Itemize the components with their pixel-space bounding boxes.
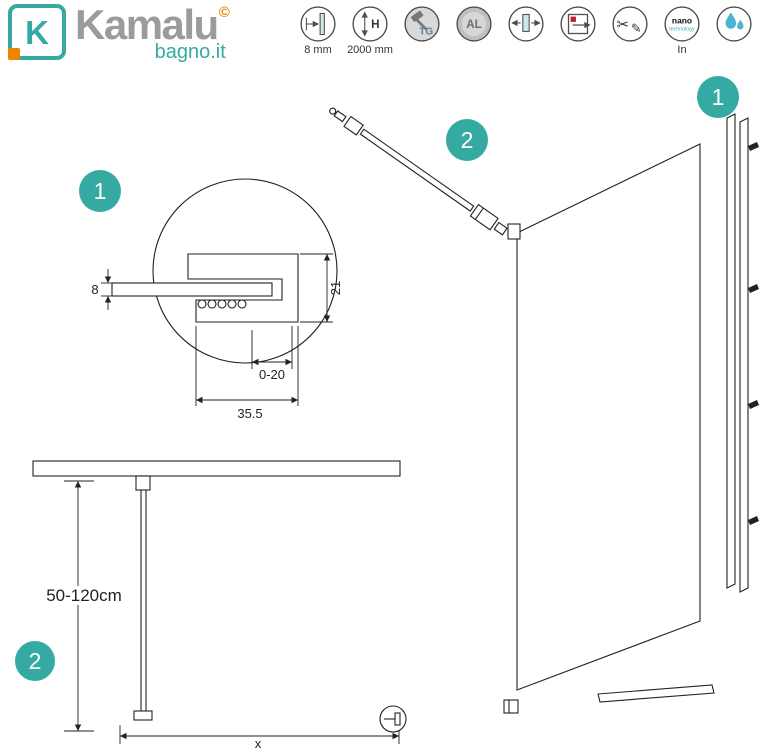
- plan-end-cap: [133, 710, 153, 721]
- dim-profile-depth: 21: [300, 253, 343, 323]
- height-glyph: H: [371, 18, 379, 31]
- brand-logo: K Kamalu© bagno.it: [8, 4, 230, 64]
- glass-panel: [507, 143, 701, 691]
- nano-technology-icon: nano technology: [664, 6, 700, 42]
- reversible-icon: [508, 6, 544, 42]
- brand-name: Kamalu: [75, 1, 219, 48]
- in-out-icon: [560, 6, 596, 42]
- aluminum-glyph: AL: [466, 18, 481, 31]
- dim-glass-thickness: 8: [91, 269, 112, 310]
- callout-section-detail-number: 1: [94, 178, 107, 204]
- spec-tempered-glass: TG: [396, 5, 448, 57]
- spec-label-thickness: 8 mm: [304, 44, 332, 56]
- callout-plan-view-number: 2: [29, 648, 42, 674]
- profile-clip: [748, 400, 759, 409]
- spec-glass-thickness: 8 mm: [292, 5, 344, 57]
- spec-label-height: 2000 mm: [347, 44, 393, 56]
- support-arm: [329, 107, 508, 236]
- glass-cross-section: [111, 282, 273, 297]
- tempered-glyph: TG: [419, 27, 433, 38]
- profile-clip: [748, 142, 759, 151]
- dim-glass-thickness-value: 8: [91, 282, 98, 297]
- cut-to-size-icon: ✂ ✎: [612, 6, 648, 42]
- easy-clean-icon: [716, 6, 752, 42]
- glass-thickness-icon: [300, 6, 336, 42]
- brand-wordmark: Kamalu© bagno.it: [75, 4, 230, 64]
- spec-cut-to-size: ✂ ✎: [604, 5, 656, 57]
- aluminum-icon: AL: [456, 6, 492, 42]
- dim-width: x: [119, 711, 400, 751]
- callout-support-arm: 2: [446, 119, 488, 161]
- callout-wall-profile: 1: [697, 76, 739, 118]
- spec-height: H 2000 mm: [344, 5, 396, 57]
- dim-width-value: x: [255, 736, 262, 751]
- bottom-seal-bar: [597, 684, 715, 703]
- spec-label-nano: In: [677, 44, 687, 56]
- brand-logo-corner-accent: [8, 48, 20, 60]
- plan-wall: [32, 460, 401, 477]
- gasket-coils: [197, 299, 247, 309]
- height-icon: H: [352, 6, 388, 42]
- callout-section-detail: 1: [79, 170, 121, 212]
- pencil-glyph: ✎: [631, 21, 642, 35]
- profile-clip: [748, 516, 759, 525]
- callout-plan-view: 2: [15, 641, 55, 681]
- dim-height-range-value: 50-120cm: [46, 586, 122, 605]
- copyright-mark: ©: [218, 4, 230, 21]
- dim-height-range: 50-120cm: [45, 480, 123, 732]
- spec-nano-technology: nano technology In: [656, 5, 708, 57]
- plan-wall-profile: [135, 475, 151, 491]
- wall-profile-strips: [726, 113, 759, 593]
- spec-reversible: [500, 5, 552, 57]
- callout-support-arm-number: 2: [461, 127, 474, 153]
- arm-glass-bracket: [507, 223, 521, 240]
- scissors-glyph: ✂: [616, 17, 628, 33]
- brand-logo-mark: K: [8, 4, 66, 60]
- nano-glyph-1: nano: [672, 15, 692, 25]
- spec-aluminum: AL: [448, 5, 500, 57]
- floor-detail-marker: [379, 705, 407, 733]
- plan-view: [32, 460, 401, 721]
- detail-circle: [152, 178, 338, 364]
- dim-insert-range-value: 0-20: [259, 367, 285, 382]
- dim-profile-depth-value: 21: [328, 281, 343, 295]
- tempered-glass-icon: TG: [404, 6, 440, 42]
- callout-wall-profile-number: 1: [712, 84, 725, 110]
- profile-clip: [748, 284, 759, 293]
- dim-profile-width-value: 35.5: [237, 406, 262, 421]
- brand-domain: bagno.it: [154, 41, 226, 63]
- dim-profile-width: 35.5: [195, 326, 299, 421]
- spare-wall-bracket: [503, 699, 519, 714]
- nano-glyph-2: technology: [669, 26, 695, 32]
- spec-in-out: [552, 5, 604, 57]
- plan-glass: [140, 475, 147, 718]
- brand-logo-letter: K: [25, 13, 49, 51]
- spec-icons-row: 8 mm H 2000 mm TG: [292, 5, 760, 57]
- spec-easy-clean: [708, 5, 760, 57]
- dim-insert-range: 0-20: [251, 326, 293, 382]
